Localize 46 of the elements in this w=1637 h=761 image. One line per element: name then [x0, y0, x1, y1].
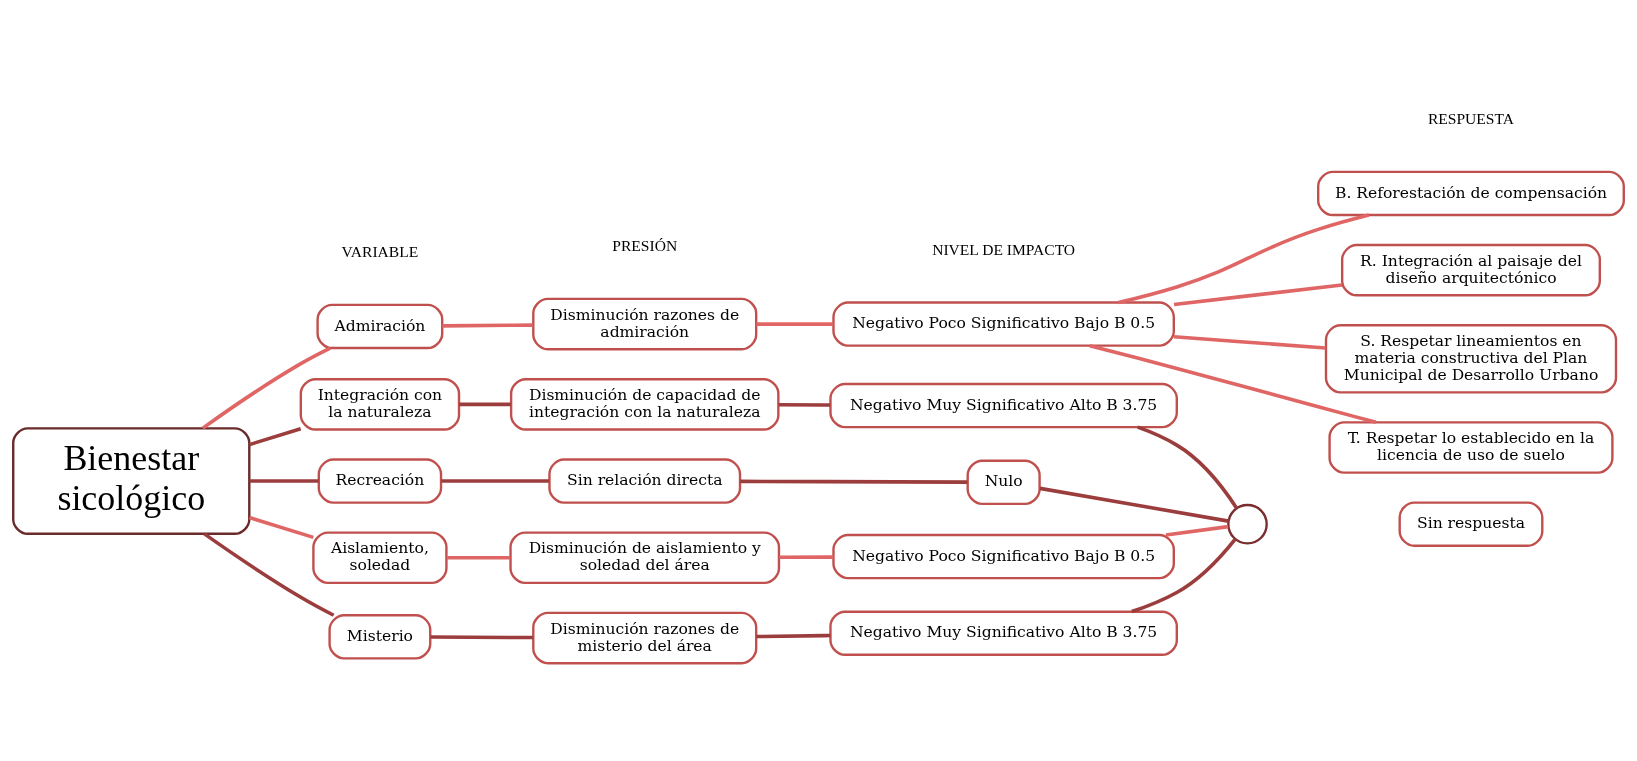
node-box: Misterio: [328, 613, 432, 660]
connector: [201, 345, 332, 430]
label: NIVEL DE IMPACTO: [932, 240, 1076, 258]
label: PRESIÓN: [612, 236, 678, 254]
node-box: S. Respetar lineamientos en materia constructiva del Plan Municipal de Desarrollo Urbano: [1324, 323, 1618, 394]
node-box: Disminución de aislamiento y soledad del área: [509, 530, 781, 584]
connector: [248, 426, 302, 446]
node-box: B. Reforestación de compensación: [1317, 170, 1625, 216]
node-box: Admiración: [316, 303, 444, 349]
node-box: T. Respetar lo establecido en la licencia de uso de suelo: [1328, 420, 1614, 474]
connector: [1165, 524, 1229, 537]
node-circle: [1227, 503, 1268, 545]
node-box: Sin relación directa: [548, 457, 742, 504]
node-box: Nulo: [966, 459, 1041, 505]
node-box: Disminución razones de admiración: [532, 297, 758, 350]
node-box: Disminución razones de misterio del área: [532, 611, 758, 664]
node-box: Negativo Poco Significativo Bajo B 0.5: [832, 533, 1175, 579]
connector: [1137, 424, 1239, 509]
connector: [441, 478, 550, 483]
connector: [248, 515, 314, 539]
connector: [756, 633, 831, 638]
node-box: Aislamiento, soledad: [312, 530, 448, 584]
node-box: Integración con la naturaleza: [299, 377, 461, 431]
connector: [1173, 334, 1326, 350]
node-box: R. Integración al paisaje del diseño arquitectónico: [1340, 243, 1601, 296]
connector: [446, 555, 511, 560]
connector: [1173, 282, 1343, 306]
connector: [779, 554, 834, 559]
connector: [756, 321, 834, 326]
connector: [442, 322, 533, 328]
node-box: Recreación: [317, 457, 443, 504]
node-box: Sin respuesta: [1398, 500, 1544, 547]
node-box: Negativo Muy Significativo Alto B 3.75: [829, 382, 1178, 428]
connector: [249, 478, 319, 483]
connector: [203, 531, 335, 617]
node-box: Negativo Poco Significativo Bajo B 0.5: [832, 300, 1175, 347]
connector: [740, 479, 968, 484]
connector: [459, 402, 511, 406]
node-box: Bienestar sicológico: [12, 426, 251, 535]
node-box: Negativo Muy Significativo Alto B 3.75: [829, 609, 1178, 656]
label: RESPUESTA: [1427, 109, 1515, 127]
connector: [1039, 486, 1229, 523]
label: VARIABLE: [341, 242, 419, 260]
connector: [430, 634, 533, 639]
node-box: Disminución de capacidad de integración con la naturaleza: [509, 377, 780, 431]
connector: [778, 402, 831, 407]
